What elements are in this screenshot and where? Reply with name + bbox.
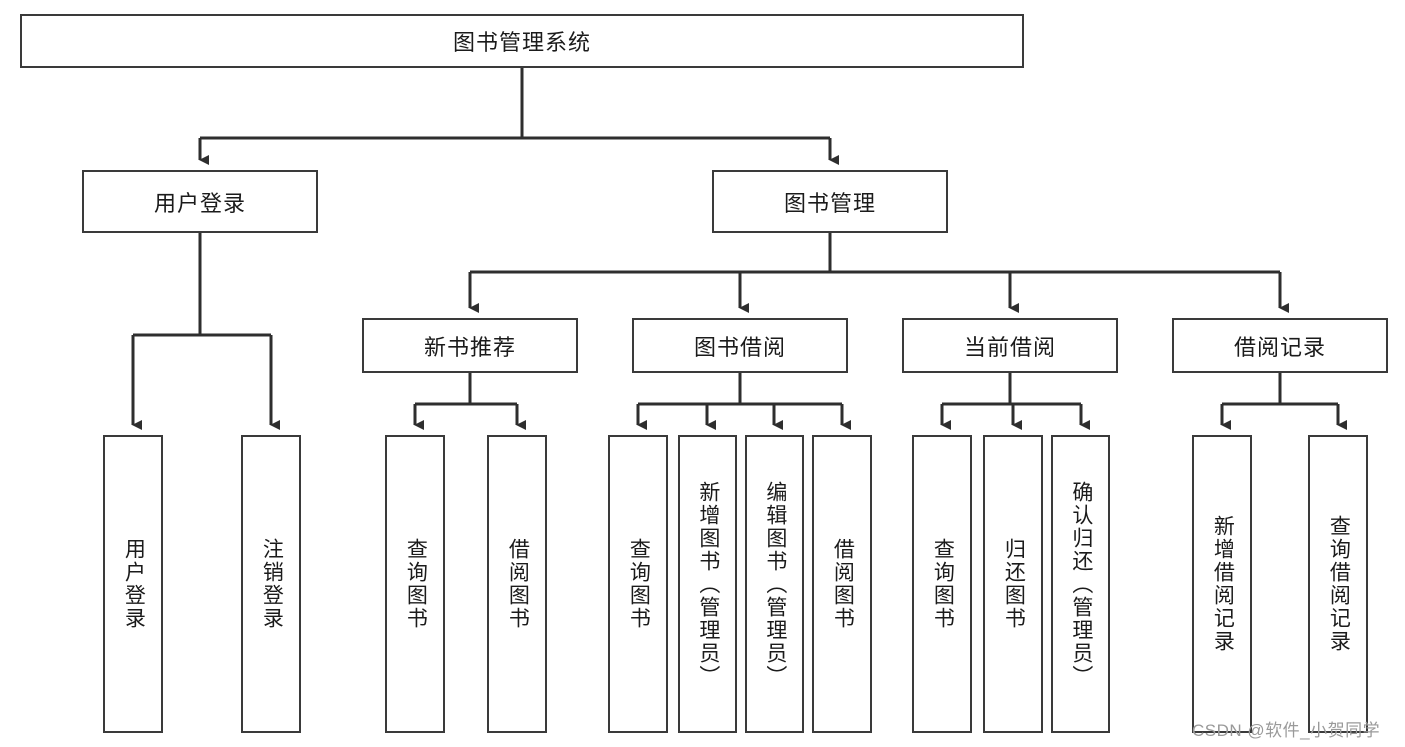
node-leaf-user-logout-label: 注销登录 xyxy=(260,538,284,630)
node-leaf-borrow-book-label: 借阅图书 xyxy=(831,538,855,630)
node-leaf-query-book-borrow[interactable]: 查询图书 xyxy=(608,435,668,733)
node-borrow-record-label: 借阅记录 xyxy=(1233,334,1326,360)
node-user-login-label: 用户登录 xyxy=(153,190,246,216)
node-leaf-query-borrow-record-label: 查询借阅记录 xyxy=(1327,515,1351,653)
node-leaf-add-book-label: 新增图书（管理员） xyxy=(696,480,720,688)
node-leaf-user-login[interactable]: 用户登录 xyxy=(103,435,163,733)
node-current-borrow[interactable]: 当前借阅 xyxy=(902,318,1118,373)
node-leaf-query-book-current[interactable]: 查询图书 xyxy=(912,435,972,733)
node-leaf-add-borrow-record-label: 新增借阅记录 xyxy=(1211,515,1235,653)
node-book-borrow-label: 图书借阅 xyxy=(693,334,786,360)
node-leaf-return-book[interactable]: 归还图书 xyxy=(983,435,1043,733)
node-new-book-recommend-label: 新书推荐 xyxy=(423,334,516,360)
node-root-system[interactable]: 图书管理系统 xyxy=(20,14,1024,68)
node-leaf-user-login-label: 用户登录 xyxy=(122,538,146,630)
node-borrow-record[interactable]: 借阅记录 xyxy=(1172,318,1388,373)
node-leaf-borrow-book[interactable]: 借阅图书 xyxy=(812,435,872,733)
node-leaf-edit-book[interactable]: 编辑图书（管理员） xyxy=(745,435,804,733)
node-leaf-query-book-borrow-label: 查询图书 xyxy=(627,538,651,630)
node-leaf-query-book-current-label: 查询图书 xyxy=(931,538,955,630)
node-leaf-borrow-book-recommend-label: 借阅图书 xyxy=(506,538,530,630)
node-leaf-return-book-label: 归还图书 xyxy=(1002,538,1026,630)
node-leaf-add-book[interactable]: 新增图书（管理员） xyxy=(678,435,737,733)
node-leaf-confirm-return[interactable]: 确认归还（管理员） xyxy=(1051,435,1110,733)
node-leaf-query-borrow-record[interactable]: 查询借阅记录 xyxy=(1308,435,1368,733)
node-leaf-user-logout[interactable]: 注销登录 xyxy=(241,435,301,733)
node-book-manage[interactable]: 图书管理 xyxy=(712,170,948,233)
node-root-label: 图书管理系统 xyxy=(452,30,591,55)
node-leaf-add-borrow-record[interactable]: 新增借阅记录 xyxy=(1192,435,1252,733)
node-leaf-query-book-recommend-label: 查询图书 xyxy=(404,538,428,630)
node-book-manage-label: 图书管理 xyxy=(783,190,876,216)
node-leaf-query-book-recommend[interactable]: 查询图书 xyxy=(385,435,445,733)
node-user-login[interactable]: 用户登录 xyxy=(82,170,318,233)
node-leaf-borrow-book-recommend[interactable]: 借阅图书 xyxy=(487,435,547,733)
node-current-borrow-label: 当前借阅 xyxy=(963,334,1056,360)
node-new-book-recommend[interactable]: 新书推荐 xyxy=(362,318,578,373)
watermark-text: CSDN @软件_小贺同学 xyxy=(1192,721,1381,740)
node-leaf-confirm-return-label: 确认归还（管理员） xyxy=(1069,480,1093,688)
node-book-borrow[interactable]: 图书借阅 xyxy=(632,318,848,373)
node-leaf-edit-book-label: 编辑图书（管理员） xyxy=(763,480,787,688)
